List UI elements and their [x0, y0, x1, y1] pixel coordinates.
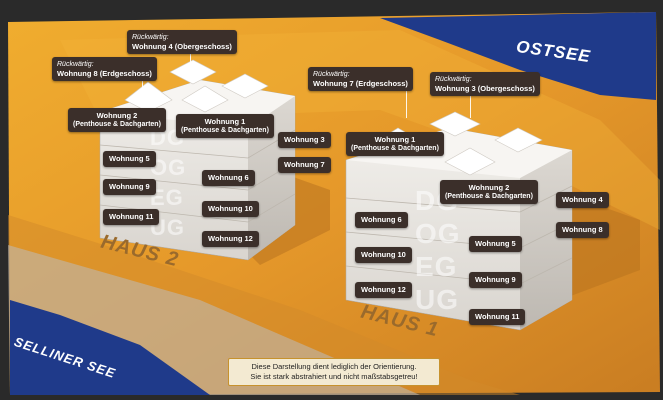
- haus2-wohnung-3: Wohnung 3: [278, 132, 331, 148]
- unit-subtext: (Penthouse & Dachgarten): [181, 127, 269, 134]
- rear-prefix: Rückwärtig:: [313, 71, 350, 78]
- connector-line: [190, 52, 191, 66]
- haus1-floor-ug: UG: [415, 284, 459, 315]
- ostsee-water: [380, 12, 656, 100]
- haus1-wohnung-9: Wohnung 9: [469, 272, 522, 288]
- unit-text: Wohnung 1: [204, 117, 246, 126]
- haus2-wohnung-10: Wohnung 10: [202, 201, 259, 217]
- haus2-wohnung-6: Wohnung 6: [202, 170, 255, 186]
- haus2-wohnung-7: Wohnung 7: [278, 157, 331, 173]
- haus2-wohnung-2: Wohnung 2 (Penthouse & Dachgarten): [68, 108, 166, 132]
- haus1-wohnung-4: Wohnung 4: [556, 192, 609, 208]
- disclaimer-note: Diese Darstellung dient lediglich der Or…: [228, 358, 440, 386]
- haus1-wohnung-12: Wohnung 12: [355, 282, 412, 298]
- haus2-wohnung-1: Wohnung 1 (Penthouse & Dachgarten): [176, 114, 274, 138]
- haus2-roof-pyramids: [124, 59, 269, 113]
- haus2-rear-wohnung-4: Rückwärtig: Wohnung 4 (Obergeschoss): [127, 30, 237, 54]
- haus1-wohnung-5: Wohnung 5: [469, 236, 522, 252]
- haus2-wohnung-5: Wohnung 5: [103, 151, 156, 167]
- unit-text: Wohnung 1: [374, 135, 416, 144]
- haus1-wohnung-10: Wohnung 10: [355, 247, 412, 263]
- rear-unit-text: Wohnung 7 (Erdgeschoss): [313, 79, 408, 88]
- rear-unit-text: Wohnung 8 (Erdgeschoss): [57, 69, 152, 78]
- connector-line: [470, 96, 471, 118]
- haus2-wohnung-9: Wohnung 9: [103, 179, 156, 195]
- haus1-side: [520, 150, 572, 330]
- disclaimer-line-2: Sie ist stark abstrahiert und nicht maßs…: [250, 372, 418, 381]
- rear-prefix: Rückwärtig:: [132, 34, 169, 41]
- unit-text: Wohnung 2: [96, 111, 138, 120]
- haus1-rear-wohnung-7: Rückwärtig: Wohnung 7 (Erdgeschoss): [308, 67, 413, 91]
- unit-subtext: (Penthouse & Dachgarten): [445, 193, 533, 200]
- selliner-see-water: [10, 300, 210, 395]
- haus2-rear-wohnung-8: Rückwärtig: Wohnung 8 (Erdgeschoss): [52, 57, 157, 81]
- unit-subtext: (Penthouse & Dachgarten): [73, 121, 161, 128]
- rear-prefix: Rückwärtig:: [57, 61, 94, 68]
- haus1-rear-wohnung-3: Rückwärtig: Wohnung 3 (Obergeschoss): [430, 72, 540, 96]
- haus2-wohnung-11: Wohnung 11: [103, 209, 160, 225]
- connector-line: [406, 90, 407, 118]
- haus1-wohnung-1: Wohnung 1 (Penthouse & Dachgarten): [346, 132, 444, 156]
- rear-unit-text: Wohnung 4 (Obergeschoss): [132, 42, 232, 51]
- haus1-wohnung-6: Wohnung 6: [355, 212, 408, 228]
- haus1-floor-eg: EG: [415, 251, 458, 282]
- unit-subtext: (Penthouse & Dachgarten): [351, 145, 439, 152]
- haus1-wohnung-2: Wohnung 2 (Penthouse & Dachgarten): [440, 180, 538, 204]
- disclaimer-line-1: Diese Darstellung dient lediglich der Or…: [251, 362, 417, 371]
- rear-unit-text: Wohnung 3 (Obergeschoss): [435, 84, 535, 93]
- rear-prefix: Rückwärtig:: [435, 76, 472, 83]
- haus1-wohnung-8: Wohnung 8: [556, 222, 609, 238]
- unit-text: Wohnung 2: [468, 183, 510, 192]
- haus1-floor-og: OG: [415, 218, 461, 249]
- haus2-wohnung-12: Wohnung 12: [202, 231, 259, 247]
- haus2-floor-og: OG: [150, 155, 187, 180]
- haus1-wohnung-11: Wohnung 11: [469, 309, 526, 325]
- connector-line: [142, 78, 143, 90]
